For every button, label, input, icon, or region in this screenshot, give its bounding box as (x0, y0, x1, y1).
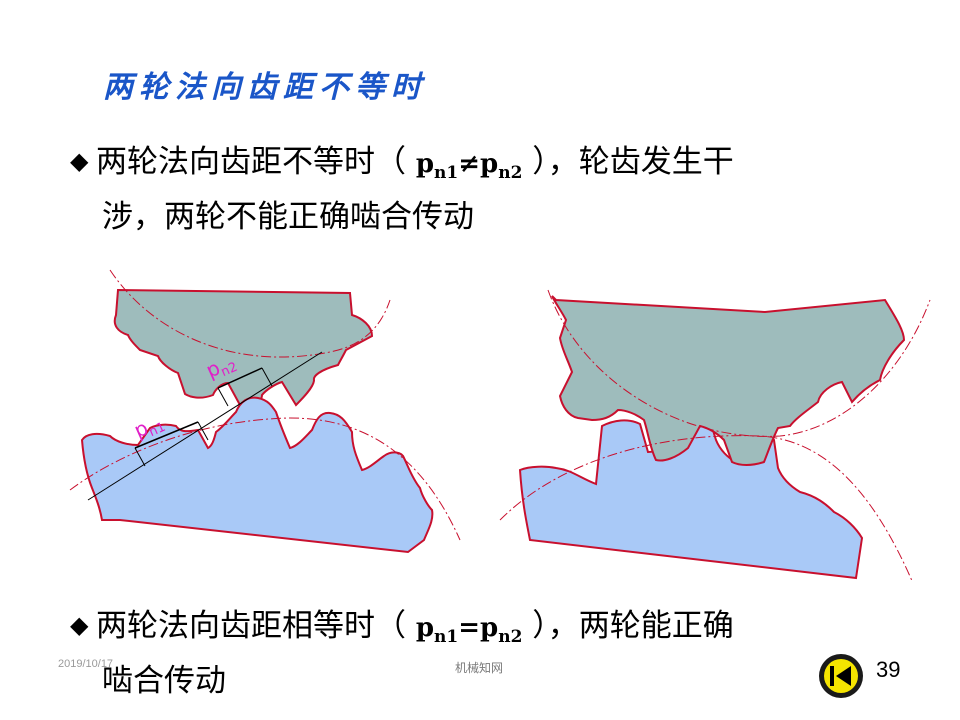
pn2-dimension-arrow (217, 367, 263, 389)
right-upper-gear (551, 295, 906, 466)
pitch-symbol-n2: pn2 (480, 149, 523, 184)
bullet-text: ），轮齿发生干 (522, 144, 734, 180)
back-nav-button[interactable] (817, 652, 865, 700)
bullet-line-2: 啮合传动 (102, 663, 226, 700)
pn2-extension-line (217, 387, 229, 407)
bullet-line-1: ◆两轮法向齿距不等时（ pn1≠pn2 ），轮齿发生干 (70, 139, 734, 195)
skip-back-icon (819, 654, 863, 698)
not-equal-sign: ≠ (458, 149, 481, 179)
bullet-line-1: ◆两轮法向齿距相等时（ pn1=pn2 ），两轮能正确 (70, 603, 734, 659)
right-upper-pitch-circle (547, 289, 931, 437)
right-gear-pair-equal (499, 289, 931, 580)
slide-title: 两轮法向齿距不等时 (103, 70, 427, 105)
pn1-extension-line (134, 447, 146, 467)
left-upper-pitch-circle (109, 269, 391, 358)
line-of-action (87, 351, 323, 501)
bullet-text: ），两轮能正确 (522, 608, 734, 644)
right-lower-pitch-circle (499, 435, 913, 580)
left-upper-gear (113, 288, 374, 411)
left-gear-pair-unequal: pn2 pn1 (69, 269, 461, 554)
pitch-symbol-n2: pn2 (480, 613, 523, 648)
footer-source: 机械知网 (455, 661, 504, 675)
right-lower-gear (518, 408, 864, 580)
pitch-symbol-n1: pn1 (415, 613, 459, 648)
pn1-extension-line (197, 421, 209, 441)
footer-date: 2019/10/17 (58, 658, 114, 670)
bullet-line-2: 涉，两轮不能正确啮合传动 (102, 199, 474, 236)
pn1-dimension-arrow (134, 421, 199, 449)
bullet-equal-pitch: ◆两轮法向齿距相等时（ pn1=pn2 ），两轮能正确 啮合传动 (70, 603, 734, 703)
bullet-text: 两轮法向齿距不等时（ (96, 144, 416, 180)
bullet-text: 两轮法向齿距相等时（ (96, 608, 416, 644)
pn2-extension-line (261, 367, 273, 387)
left-lower-pitch-circle (69, 417, 461, 541)
bullet-unequal-pitch: ◆两轮法向齿距不等时（ pn1≠pn2 ），轮齿发生干 涉，两轮不能正确啮合传动 (70, 139, 734, 239)
bullet-diamond-icon: ◆ (70, 147, 89, 175)
page-number: 39 (876, 657, 901, 682)
equal-sign: = (458, 613, 481, 643)
pitch-symbol-n1: pn1 (415, 149, 459, 184)
bullet-diamond-icon: ◆ (70, 611, 89, 639)
